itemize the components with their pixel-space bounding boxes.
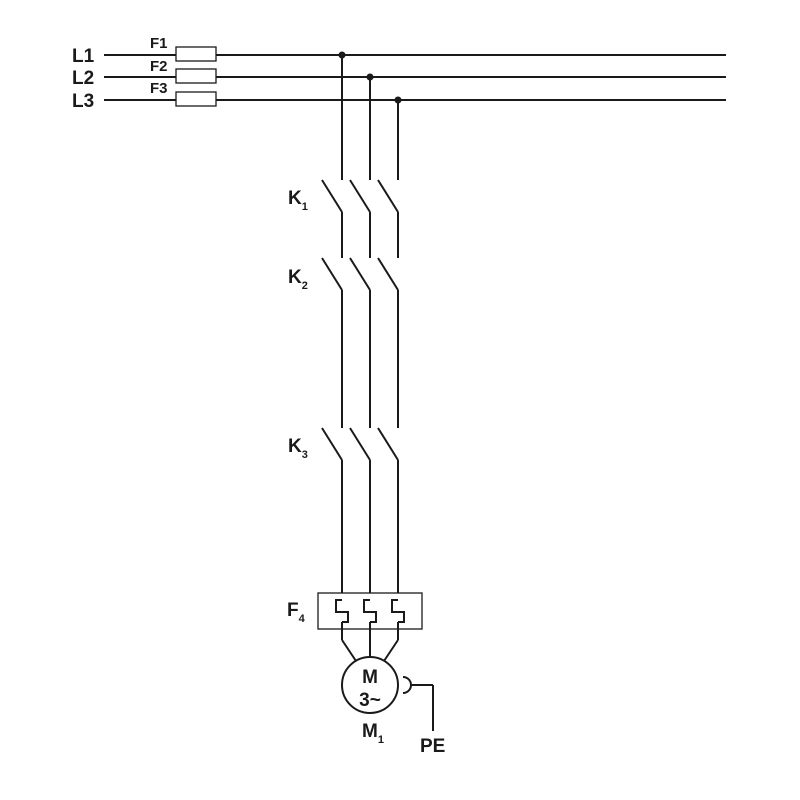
motor-symbol-top: M (362, 667, 378, 688)
fuse-label-f2: F2 (150, 58, 168, 75)
phase-label-l3: L3 (72, 91, 94, 112)
fuse-f2 (175, 68, 217, 84)
contactor-k1 (321, 179, 399, 213)
motor-symbol-bottom: 3~ (359, 690, 381, 711)
contactor-label-k2: K2 (288, 267, 308, 292)
phase-label-l2: L2 (72, 68, 94, 89)
contactor-k2 (321, 257, 399, 291)
pe-terminal-arc (402, 676, 412, 694)
wire-f4-motor-1b (341, 639, 357, 662)
pe-label: PE (420, 736, 445, 757)
contactor-k3 (321, 427, 399, 461)
phase-label-l1: L1 (72, 46, 95, 67)
motor-label-m1: M1 (362, 721, 384, 746)
contactor-label-k3: K3 (288, 436, 308, 461)
fuse-label-f3: F3 (150, 80, 168, 97)
fuse-f3 (175, 91, 217, 107)
fuse-label-f1: F1 (150, 35, 168, 52)
wire-f4-motor-3b (383, 639, 399, 662)
overload-relay-label-f4: F4 (287, 600, 306, 625)
fuse-f1 (175, 46, 217, 62)
motor-m1 (341, 656, 399, 714)
contactor-label-k1: K1 (288, 188, 308, 213)
